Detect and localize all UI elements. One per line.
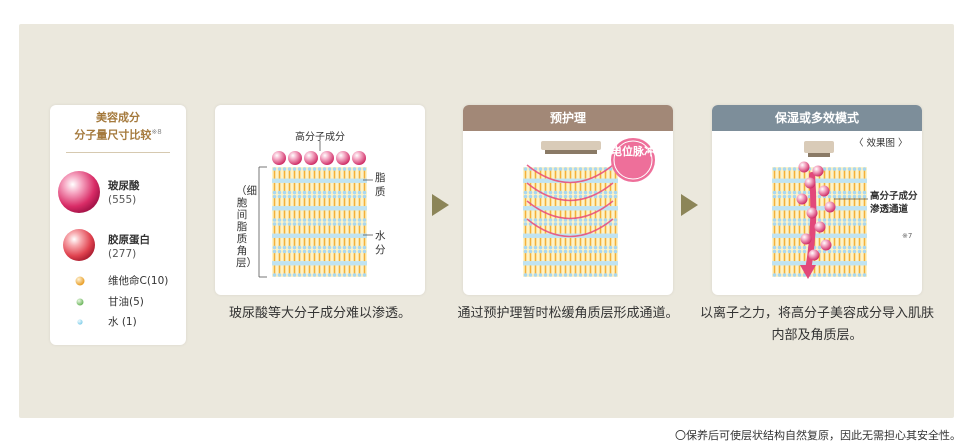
probe-head [804, 141, 834, 153]
legend-molecules [58, 171, 100, 325]
macromolecule [320, 151, 334, 165]
hyaluronic-acid-molecule [58, 171, 100, 213]
legend-item-glycerin: 甘油(5) [108, 296, 144, 308]
legend-item-name: 玻尿酸 [108, 180, 140, 192]
macromolecule-label: 高分子成分 [295, 132, 345, 143]
macromolecule [800, 233, 812, 245]
stratum-corneum-label: （细胞间脂质角层） [236, 185, 257, 269]
macromolecule [798, 161, 810, 173]
pulse-badge-label: 电位脉冲 [611, 145, 655, 158]
lipid-label: 脂质 [375, 172, 386, 198]
macromolecule [812, 165, 824, 177]
legend-item-name: 胶原蛋白 [108, 234, 150, 246]
step-arrow-2 [681, 194, 698, 216]
moisture-mode-header: 保湿或多效模式 [712, 105, 922, 131]
macromolecule [272, 151, 286, 165]
skin-layer-diagram [258, 141, 373, 278]
macromolecule [818, 185, 830, 197]
legend-divider [66, 152, 170, 153]
vitamin-c-molecule [75, 276, 85, 286]
penetration-channel-note: ※7 [902, 232, 913, 240]
pre-care-header: 预护理 [463, 105, 673, 131]
caption-moisture-mode: 以离子之力，将高分子美容成分导入肌肤内部及角质层。 [699, 306, 934, 343]
caption-normal-skin: 玻尿酸等大分子成分难以渗透。 [228, 306, 411, 321]
probe-head [541, 141, 601, 150]
legend-item-value: (277) [108, 248, 137, 260]
macromolecule [336, 151, 350, 165]
water-layer-label: 水分 [375, 230, 386, 256]
macromolecule-row [272, 151, 366, 165]
collagen-molecule [63, 229, 95, 261]
macromolecule [288, 151, 302, 165]
macromolecule [814, 221, 826, 233]
legend-item-value: (555) [108, 194, 137, 206]
moisture-mode-diagram [772, 141, 868, 279]
caption-pre-care: 通过预护理暂时松缓角质层形成通道。 [457, 306, 679, 321]
legend-card: 美容成分 分子量尺寸比较※8 [50, 105, 186, 345]
penetrating-molecules [796, 161, 836, 261]
lipid-bilayer [523, 167, 618, 277]
diagram-card-moisture-mode: 保湿或多效模式 〈 效果图 〉 高分子成分渗透通道 ※7 [712, 105, 922, 295]
macromolecule [824, 201, 836, 213]
macromolecule [304, 151, 318, 165]
pre-care-diagram [523, 138, 655, 277]
legend-title: 美容成分 分子量尺寸比较※8 [50, 111, 186, 143]
footnote: 〇保养后可使层状结构自然复原，因此无需担心其安全性。 [675, 429, 961, 442]
pulse-waves [526, 164, 614, 238]
macromolecule [804, 177, 816, 189]
macromolecule [796, 193, 808, 205]
step-arrow-1 [432, 194, 449, 216]
diagram-card-normal-skin: 高分子成分 （细胞间脂质角层） 脂质 水分 [215, 105, 425, 295]
legend-item-collagen: 胶原蛋白 (277) [108, 233, 150, 261]
legend-item-vitamin-c: 维他命C(10) [108, 275, 169, 287]
effect-image-label: 〈 效果图 〉 [854, 138, 908, 149]
legend-title-line2: 分子量尺寸比较 [74, 128, 152, 142]
water-molecule [77, 319, 83, 325]
macromolecule [820, 239, 832, 251]
diagram-card-pre-care: 预护理 电位脉冲 [463, 105, 673, 295]
penetration-channel-label: 高分子成分渗透通道 [870, 191, 918, 215]
legend-title-line1: 美容成分 [96, 111, 140, 124]
pulse-badge [611, 138, 655, 182]
legend-title-note: ※8 [151, 128, 162, 136]
macromolecule [808, 249, 820, 261]
legend-item-water: 水 (1) [108, 316, 137, 328]
glycerin-molecule [76, 298, 84, 306]
legend-item-hyaluronic: 玻尿酸 (555) [108, 179, 140, 207]
lipid-bilayer [272, 167, 367, 277]
macromolecule [352, 151, 366, 165]
macromolecule [806, 207, 818, 219]
